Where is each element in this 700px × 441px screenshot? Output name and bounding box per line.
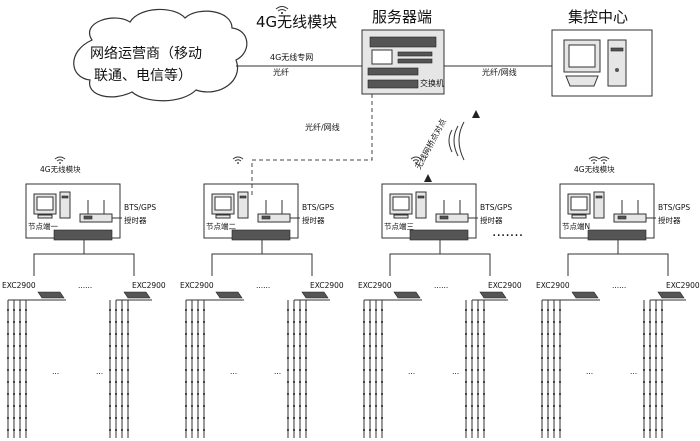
exc2900-device-icon xyxy=(116,291,152,301)
node-switch-icon xyxy=(53,229,113,241)
exc2900-device-icon xyxy=(30,291,66,301)
node-pc-icon xyxy=(567,191,605,219)
wireless-module-top-label: 4G无线模块 xyxy=(256,13,337,31)
bts-label-line2: 授时器 xyxy=(124,215,147,225)
node-switch-icon xyxy=(409,229,469,241)
exc-dots: ...... xyxy=(612,281,626,290)
node-name-label: 节点端一 xyxy=(28,221,58,231)
bts-label-line2: 授时器 xyxy=(480,215,503,225)
node-bus-line xyxy=(567,253,669,276)
vertical-dots-right: ... xyxy=(452,367,459,376)
bridge-antenna-icon xyxy=(424,110,480,182)
wifi-icon xyxy=(588,156,600,164)
wifi-icon xyxy=(232,156,244,164)
between-nodes-dots: ....... xyxy=(492,224,523,240)
exc2900-device-icon xyxy=(208,291,244,301)
control-center-label: 集控中心 xyxy=(568,8,628,26)
exc-left-label: EXC2900 xyxy=(180,281,214,290)
switch-label: 交换机 xyxy=(420,78,444,88)
wifi-icon xyxy=(54,156,66,164)
exc-dots: ...... xyxy=(256,281,270,290)
bts-label-line1: BTS/GPS xyxy=(658,203,690,212)
node-bus-line xyxy=(211,253,313,276)
vertical-dots-left: ... xyxy=(230,367,237,376)
server-label: 服务器端 xyxy=(372,8,432,26)
isp-label-line1: 网络运营商（移动 xyxy=(90,46,202,62)
exc-right-label: EXC2900 xyxy=(310,281,344,290)
node-switch-icon xyxy=(587,229,647,241)
exc-left-label: EXC2900 xyxy=(2,281,36,290)
fiber-label-top: 光纤 xyxy=(273,67,289,77)
fiber-net-right-label: 光纤/网线 xyxy=(482,67,517,77)
node-module-label: 4G无线模块 xyxy=(574,164,615,174)
node-router-icon xyxy=(613,200,647,223)
node-pc-icon xyxy=(33,191,71,219)
exc-left-label: EXC2900 xyxy=(358,281,392,290)
vertical-dots-right: ... xyxy=(630,367,637,376)
exc-right-label: EXC2900 xyxy=(666,281,700,290)
node-antenna-icons xyxy=(598,156,610,164)
exc-right-label: EXC2900 xyxy=(488,281,522,290)
server-node2-dashed-link xyxy=(251,94,373,196)
exc-left-label: EXC2900 xyxy=(536,281,570,290)
exc2900-device-icon xyxy=(472,291,508,301)
exc2900-device-icon xyxy=(564,291,600,301)
control-center-pc xyxy=(551,29,653,97)
node-switch-icon xyxy=(231,229,291,241)
node-module-label: 4G无线模块 xyxy=(40,164,81,174)
bts-label-line2: 授时器 xyxy=(302,215,325,225)
vertical-dots-left: ... xyxy=(586,367,593,376)
fiber-net-left-label: 光纤/网线 xyxy=(305,122,340,132)
exc-dots: ...... xyxy=(78,281,92,290)
node-name-label: 节点端三 xyxy=(384,221,414,231)
exc2900-device-icon xyxy=(386,291,422,301)
wifi-icon xyxy=(275,6,289,14)
server-computer xyxy=(361,29,445,95)
node-name-label: 节点端N xyxy=(562,221,590,231)
node-bus-line xyxy=(33,253,135,276)
exc2900-device-icon xyxy=(294,291,330,301)
vertical-dots-left: ... xyxy=(52,367,59,376)
exc-right-label: EXC2900 xyxy=(132,281,166,290)
wifi-icon xyxy=(410,156,422,164)
node-pc-icon xyxy=(389,191,427,219)
bts-label-line2: 授时器 xyxy=(658,215,681,225)
node-router-icon xyxy=(257,200,291,223)
vertical-dots-left: ... xyxy=(408,367,415,376)
exc2900-device-icon xyxy=(650,291,686,301)
node-router-icon xyxy=(435,200,469,223)
vertical-dots-right: ... xyxy=(96,367,103,376)
wifi-icon xyxy=(598,156,610,164)
exc-dots: ...... xyxy=(434,281,448,290)
bridge-signal-waves-icon xyxy=(448,121,465,161)
isp-label-line2: 联通、电信等） xyxy=(94,67,192,84)
node-bus-line xyxy=(389,253,491,276)
node-name-label: 节点端二 xyxy=(206,221,236,231)
bridge-label: 无线网桥点对点 xyxy=(413,117,448,171)
dedicated-line-label: 4G无线专网 xyxy=(270,52,313,62)
bts-label-line1: BTS/GPS xyxy=(480,203,512,212)
node-router-icon xyxy=(79,200,113,223)
bts-label-line1: BTS/GPS xyxy=(124,203,156,212)
isp-cloud: 网络运营商（移动 联通、电信等） xyxy=(73,8,248,102)
node-pc-icon xyxy=(211,191,249,219)
vertical-dots-right: ... xyxy=(274,367,281,376)
bts-label-line1: BTS/GPS xyxy=(302,203,334,212)
